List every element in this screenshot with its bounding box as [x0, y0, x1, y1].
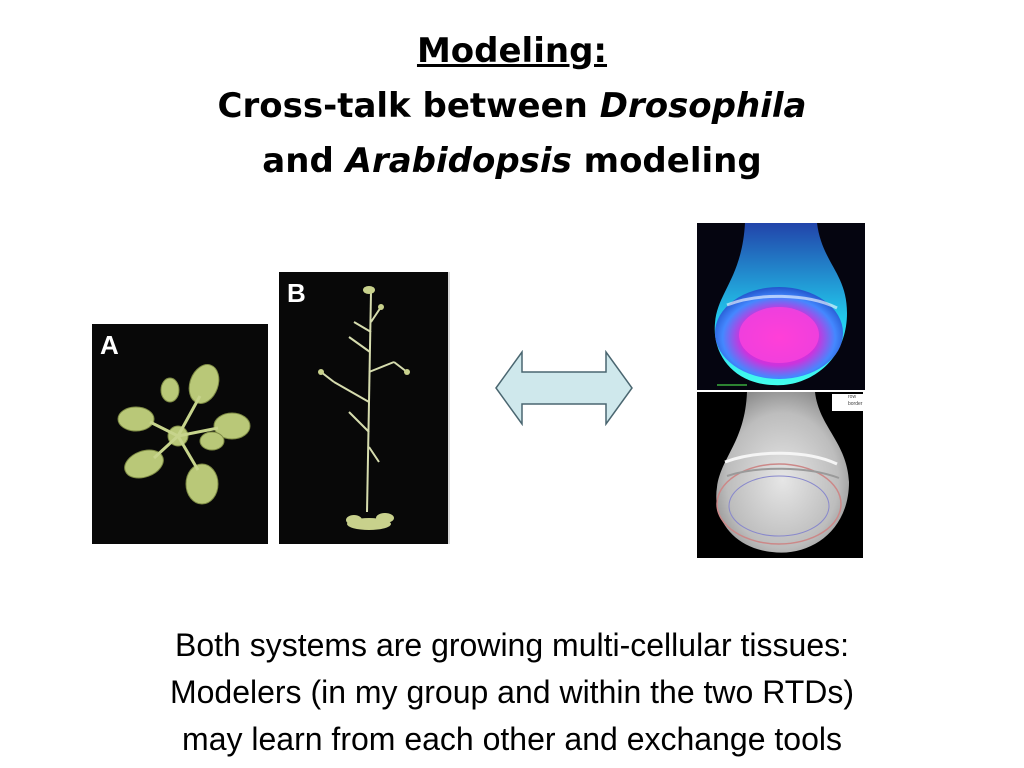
panel-a-label: A	[100, 330, 119, 360]
legend-row-1: row	[848, 394, 857, 400]
title-heading: Modeling:	[416, 31, 608, 71]
slide-body-text: Both systems are growing multi-cellular …	[0, 622, 1024, 763]
drosophila-segmented-image	[697, 392, 863, 558]
body-line-2: Modelers (in my group and within the two…	[169, 674, 855, 710]
body-line-3: may learn from each other and exchange t…	[182, 721, 842, 757]
panel-b-label: B	[287, 278, 306, 308]
body-line-1: Both systems are growing multi-cellular …	[174, 627, 849, 663]
title-drosophila: Drosophila	[599, 86, 807, 126]
figure-legend: row border	[832, 394, 863, 411]
title-line-2-text: Cross-talk between	[217, 86, 600, 126]
title-line-3-post: modeling	[571, 141, 762, 181]
wing-disc-fluorescent-drawing	[714, 223, 847, 386]
title-arabidopsis: Arabidopsis	[345, 141, 572, 181]
rosette-drawing	[117, 364, 251, 505]
flowering-plant-drawing	[318, 286, 410, 530]
panel-b-edge	[448, 272, 450, 544]
title-line-2: Cross-talk between Drosophila	[0, 79, 1024, 134]
title-line-3-pre: and	[262, 141, 346, 181]
slide-title: Modeling: Cross-talk between Drosophila …	[0, 24, 1024, 189]
arabidopsis-flowering-image: B	[279, 272, 448, 544]
double-arrow-icon	[495, 350, 633, 426]
wing-disc-segmented-drawing	[716, 392, 849, 553]
drosophila-fluorescent-image	[697, 223, 865, 390]
arabidopsis-rosette-image: A	[92, 324, 268, 544]
legend-row-2: border	[848, 401, 863, 407]
title-line-3: and Arabidopsis modeling	[0, 134, 1024, 189]
